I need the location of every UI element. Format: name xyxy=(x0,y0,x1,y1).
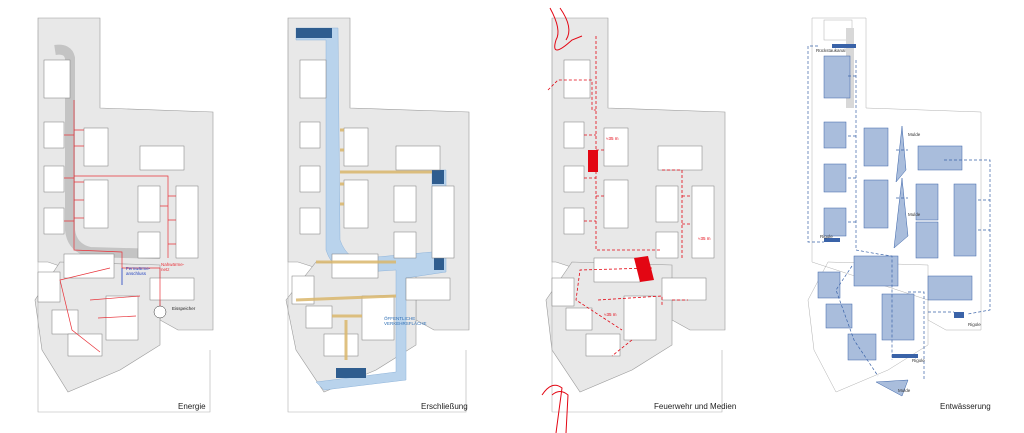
site-plan-energie xyxy=(34,17,214,413)
rigole-label-1: Rigole xyxy=(820,234,833,239)
rueckstaukanal-label: Rückstaukanal xyxy=(816,48,846,53)
mulde-label-1: Mulde xyxy=(908,132,921,137)
caption-entwaesserung: Entwässerung xyxy=(940,402,991,411)
distance-label-2: ≈35 m xyxy=(698,236,711,241)
panel-entwaesserung: Rückstaukanal Mulde Mulde Mulde Rigole R… xyxy=(768,0,1024,433)
site-plan-erschliessung xyxy=(285,17,470,413)
distance-label-1: ≈35 m xyxy=(606,136,619,141)
site-plan-entwaesserung xyxy=(807,17,991,397)
mulde-label-2: Mulde xyxy=(908,212,921,217)
panel-feuerwehr: ≈35 m ≈35 m ≈35 m Feuerwehr und Medien xyxy=(512,0,768,433)
nahwaerme-label: Nahwärme-netz xyxy=(161,262,185,272)
site-plan-feuerwehr xyxy=(541,7,726,433)
distance-label-3: ≈35 m xyxy=(604,312,617,317)
caption-feuerwehr: Feuerwehr und Medien xyxy=(654,402,737,411)
panel-energie: Fernwärme-anschluss Nahwärme-netz Eisspe… xyxy=(0,0,256,433)
fernwaerme-label: Fernwärme-anschluss xyxy=(126,266,151,276)
caption-energie: Energie xyxy=(178,402,206,411)
mulde-label-3: Mulde xyxy=(898,388,911,393)
rigole-label-2: Rigole xyxy=(912,358,925,363)
rigole-label-3: Rigole xyxy=(968,322,981,327)
caption-erschliessung: Erschließung xyxy=(421,402,468,411)
eisspeicher-label: Eisspeicher xyxy=(172,306,196,311)
